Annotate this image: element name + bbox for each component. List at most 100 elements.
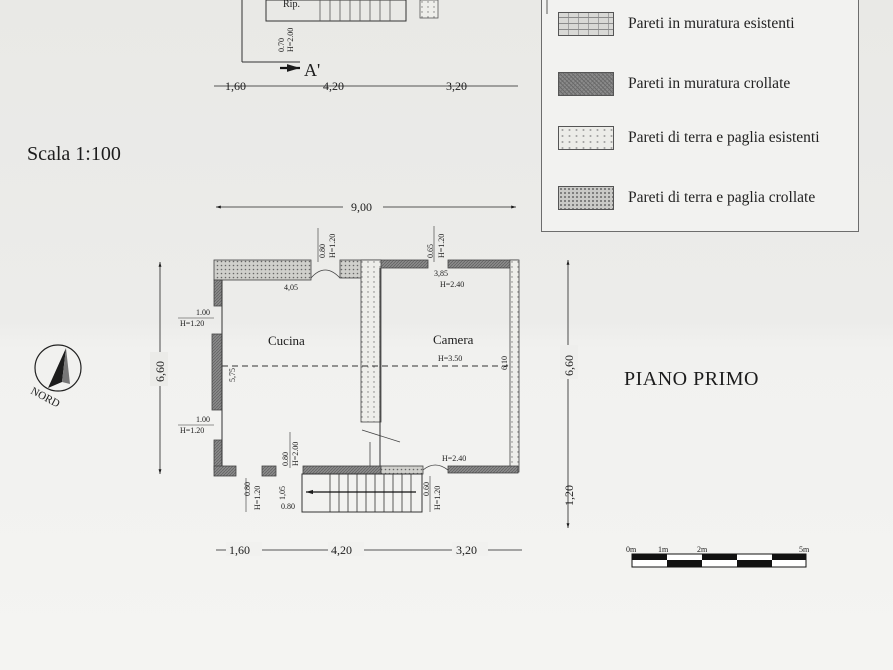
legend-item-earth-existing: Pareti di terra e paglia esistenti	[558, 125, 820, 151]
overall-width-dimension: 9,00	[216, 199, 516, 214]
bottom-dim-1: 1,60	[229, 543, 250, 557]
partial-stair	[265, 0, 407, 22]
wall-brick-collapsed	[261, 465, 277, 477]
bottom-dimension: 1,60 4,20 3,20	[216, 542, 522, 557]
camera-height-top-label: H=2.40	[440, 280, 464, 289]
scale-tick-1: 1m	[658, 545, 669, 554]
room-label-cucina: Cucina	[268, 333, 305, 348]
scale-label: Scala 1:100	[27, 143, 121, 165]
legend-item-earth-collapsed: Pareti di terra e paglia crollate	[558, 185, 815, 211]
scale-tick-2: 2m	[697, 545, 708, 554]
scale-segment	[632, 554, 667, 560]
scale-segment	[702, 554, 737, 560]
wall-earth-collapsed	[380, 465, 424, 475]
door-height: H=2.00	[291, 442, 300, 466]
ridge-height-label: H=3.50	[438, 354, 462, 363]
dim-label-bg	[452, 542, 488, 556]
legend-box: Pareti in muratura esistenti Pareti in m…	[541, 0, 859, 232]
north-circle	[34, 344, 82, 392]
right-height-label: 6,60	[562, 355, 576, 376]
top-partial-plan: Rip. 0.70 H=2.00 A' 1,60 4,20 3,20	[214, 0, 548, 93]
stair-sub-width: 0.80	[281, 502, 295, 511]
wall-brick-collapsed	[447, 259, 519, 269]
legend-label: Pareti in muratura crollate	[628, 75, 791, 92]
legend-label: Pareti di terra e paglia esistenti	[628, 129, 820, 146]
brick-existing-swatch	[558, 12, 614, 36]
wall-earth-existing	[509, 259, 520, 473]
north-label: NORD	[29, 385, 62, 410]
stair-break-line	[361, 429, 401, 443]
scale-bar: 0m 1m 2m 5m	[626, 545, 810, 568]
wall-brick-collapsed	[213, 439, 223, 471]
partial-stair-treads	[319, 0, 391, 21]
right-height-dimension: 6,60 1,20	[560, 260, 578, 528]
brick-collapsed-swatch	[558, 72, 614, 96]
walls	[211, 259, 520, 477]
inner-dimension-labels: 4,05 3,85 H=2.40 H=2.40 H=3.50 5,75 6,10	[228, 269, 509, 463]
bottom-dim-2: 4,20	[331, 543, 352, 557]
north-needle-shade	[62, 348, 70, 384]
earth-existing-swatch	[558, 126, 614, 150]
left-height-label: 6,60	[153, 361, 167, 382]
left-window-1-width: 1.00	[196, 308, 210, 317]
partial-wall-piece	[419, 0, 439, 19]
top-window-1-height: H=1.20	[328, 234, 337, 258]
left-height-dimension: 6,60	[150, 262, 168, 474]
right-depth-label: 6,10	[500, 356, 509, 370]
bottom-left-width: 0.80	[243, 482, 252, 496]
scale-segment	[772, 554, 806, 560]
wall-brick-collapsed	[447, 465, 519, 474]
bottom-dim-3: 3,20	[456, 543, 477, 557]
rip-label: Rip.	[283, 0, 300, 10]
window-arc	[310, 269, 341, 279]
bottom-right-height: H=1.20	[433, 486, 442, 510]
dim-label-bg	[343, 199, 383, 213]
stair-width: 1,05	[278, 486, 287, 500]
north-arrow: NORD	[29, 344, 82, 410]
door-width: 0.80	[281, 452, 290, 466]
section-marker: A'	[304, 60, 320, 80]
partition-wall	[360, 259, 382, 423]
opening-width-label: 0.70	[277, 38, 286, 52]
top-dim-1: 1,60	[225, 79, 246, 93]
left-depth-label: 5,75	[228, 368, 237, 382]
stair-depth-label: 1,20	[562, 485, 576, 506]
top-window-1-width: 0.80	[318, 244, 327, 258]
dim-label-bg	[150, 352, 168, 386]
cucina-width-label: 4,05	[284, 283, 298, 292]
left-window-2-height: H=1.20	[180, 426, 204, 435]
north-needle	[48, 348, 66, 388]
bottom-left-height: H=1.20	[253, 486, 262, 510]
earth-collapsed-swatch	[558, 186, 614, 210]
wall-earth-collapsed	[213, 259, 312, 281]
camera-width-label: 3,85	[434, 269, 448, 278]
dim-label-bg	[560, 345, 578, 379]
top-window-2-width: 0.65	[426, 244, 435, 258]
window-arc	[422, 464, 449, 471]
stair-outline	[301, 473, 423, 513]
overall-width-label: 9,00	[351, 200, 372, 214]
wall-brick-collapsed	[302, 465, 382, 475]
wall-brick-collapsed	[211, 333, 223, 411]
room-label-camera: Camera	[433, 332, 474, 347]
floor-title: PIANO PRIMO	[624, 368, 759, 390]
left-window-1-height: H=1.20	[180, 319, 204, 328]
scale-segment	[667, 560, 702, 567]
legend-item-brick-collapsed: Pareti in muratura crollate	[558, 71, 790, 97]
opening-labels: 0.80 H=1.20 0.65 H=1.20 1.00 H=1.20 1.00…	[178, 226, 446, 512]
legend-label: Pareti in muratura esistenti	[628, 15, 795, 32]
top-dim-3: 3,20	[446, 79, 467, 93]
left-window-2-width: 1.00	[196, 415, 210, 424]
scale-segment	[737, 560, 772, 567]
dim-label-bg	[226, 542, 262, 556]
stair	[301, 429, 423, 513]
wall-brick-collapsed	[213, 279, 223, 307]
wall-brick-collapsed	[213, 465, 237, 477]
legend-item-brick-existing: Pareti in muratura esistenti	[558, 11, 795, 37]
legend-label: Pareti di terra e paglia crollate	[628, 189, 816, 206]
dim-label-bg	[328, 542, 364, 556]
camera-height-bottom-label: H=2.40	[442, 454, 466, 463]
stair-treads	[329, 474, 412, 512]
opening-height-label: H=2.00	[286, 28, 295, 52]
